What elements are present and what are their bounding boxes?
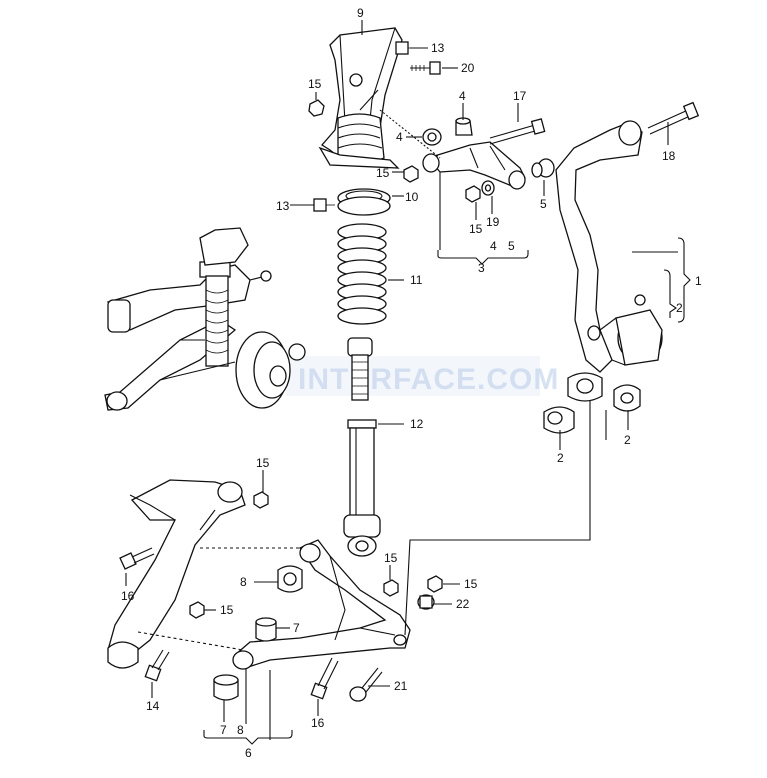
label-19: 19: [486, 215, 500, 229]
label-7-arm: 7: [293, 621, 300, 635]
nut-15-top-left: [308, 99, 325, 117]
label-21: 21: [394, 679, 408, 693]
part-labels: 9 13 20 15 4 17 4 18 15 10 5 13 19 15 4 …: [121, 6, 702, 760]
nut-15-lower-left: [189, 601, 205, 619]
nut-15-lower-top: [253, 491, 269, 509]
label-8-group: 8: [237, 723, 244, 737]
label-9: 9: [357, 6, 364, 20]
bushing-8: [277, 565, 303, 593]
watermark-box: [286, 356, 540, 396]
label-12: 12: [410, 417, 424, 431]
label-14: 14: [146, 699, 160, 713]
label-4-top: 4: [459, 89, 466, 103]
bushing-2-right: [613, 384, 641, 412]
nut-15-upper-mid: [403, 165, 419, 183]
nut-15-upper-low: [465, 185, 481, 203]
bushing-5: [531, 158, 555, 178]
bolt-13-mid: [313, 198, 335, 212]
label-13-top: 13: [431, 41, 445, 55]
wheel-carrier-1: [555, 120, 663, 373]
bolt-18: [647, 101, 700, 135]
label-10: 10: [405, 190, 419, 204]
washer-22: [417, 594, 435, 610]
bolt-16-bottom: [310, 657, 339, 700]
bolt-16-left: [119, 547, 155, 570]
label-6: 6: [245, 746, 252, 760]
nut-15-lower-mid: [383, 579, 399, 597]
label-15-upper-low: 15: [469, 222, 483, 236]
bolt-14: [144, 649, 170, 682]
assembled-suspension-view: [104, 227, 306, 411]
label-2-left: 2: [557, 451, 564, 465]
bolt-20: [410, 61, 441, 75]
bushing-7-bottom: [213, 674, 239, 701]
bushing-2-left: [543, 406, 575, 434]
lower-control-arm: [232, 539, 411, 670]
leader-lines: [125, 20, 678, 740]
assembly-lines: [137, 89, 591, 651]
label-13-mid: 13: [276, 199, 290, 213]
coil-spring-11: [337, 223, 387, 325]
label-16-left: 16: [121, 589, 135, 603]
spring-seat-10: [337, 188, 391, 216]
label-15-lower-mid: 15: [384, 551, 398, 565]
nut-15-lower-right: [427, 575, 443, 593]
label-8-arm: 8: [240, 575, 247, 589]
label-15-upper: 15: [376, 166, 390, 180]
bushing-4-right: [455, 117, 473, 136]
washer-19: [481, 180, 495, 196]
bolt-21: [349, 667, 383, 702]
strut-mount: [318, 27, 403, 169]
label-15-lower-right: 15: [464, 577, 478, 591]
bolt-17: [489, 118, 546, 145]
lower-subframe: [107, 479, 246, 669]
label-2-bracket: 2: [676, 301, 683, 315]
label-17: 17: [513, 89, 527, 103]
label-4-left: 4: [396, 130, 403, 144]
label-16-bottom: 16: [311, 716, 325, 730]
shock-absorber-12: [343, 337, 381, 557]
label-7-group: 7: [220, 723, 227, 737]
upper-control-arm: [422, 141, 526, 190]
label-5-right: 5: [540, 197, 547, 211]
label-4-group: 4: [490, 239, 497, 253]
group-brackets: [203, 237, 691, 745]
label-18: 18: [662, 149, 676, 163]
label-22: 22: [456, 597, 470, 611]
bushing-7-top: [255, 617, 277, 642]
bushing-2-large: [567, 372, 603, 402]
label-20: 20: [461, 61, 475, 75]
label-15-lower-left: 15: [220, 603, 234, 617]
label-5-group: 5: [508, 239, 515, 253]
label-3: 3: [478, 261, 485, 275]
label-1: 1: [695, 274, 702, 288]
watermark: INTERFACE.COM: [298, 363, 559, 396]
bushing-4-left: [422, 128, 442, 146]
label-2-right: 2: [624, 433, 631, 447]
label-15-lower-top: 15: [256, 456, 270, 470]
label-11: 11: [410, 273, 423, 287]
label-15-top-left: 15: [308, 77, 322, 91]
